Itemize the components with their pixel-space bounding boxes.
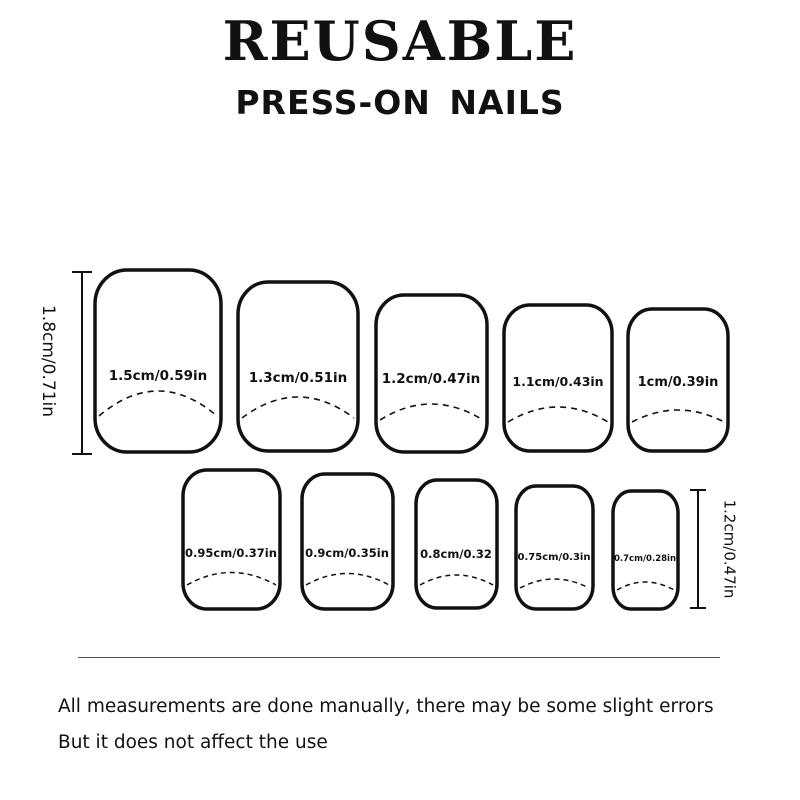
nail-size-label-1: 1.5cm/0.59in <box>109 368 207 384</box>
nail-shape-2: 1.3cm/0.51in <box>236 280 360 453</box>
page-title: REUSABLE <box>222 9 578 73</box>
nail-size-label-2: 1.3cm/0.51in <box>249 370 347 386</box>
nail-shape-7: 0.9cm/0.35in <box>300 472 395 611</box>
nail-shape-3: 1.2cm/0.47in <box>374 293 489 454</box>
nail-shape-1: 1.5cm/0.59in <box>93 268 223 454</box>
nail-size-label-10: 0.7cm/0.28in <box>614 554 676 564</box>
nail-size-label-3: 1.2cm/0.47in <box>382 371 480 387</box>
nail-size-label-6: 0.95cm/0.37in <box>185 546 277 560</box>
measurement-note: All measurements are done manually, ther… <box>58 696 714 717</box>
row2-height-label: 1.2cm/0.47in <box>721 500 739 599</box>
nail-size-label-7: 0.9cm/0.35in <box>305 546 389 560</box>
nail-size-label-4: 1.1cm/0.43in <box>512 374 603 389</box>
page-subtitle: PRESS-ON NAILS <box>235 83 565 122</box>
row1-height-label: 1.8cm/0.71in <box>38 305 58 417</box>
nail-shape-6: 0.95cm/0.37in <box>181 468 282 611</box>
nail-row-2: 0.95cm/0.37in 0.9cm/0.35in 0.8cm/0.32 0.… <box>181 468 680 611</box>
row2-height-marker: 1.2cm/0.47in <box>690 489 739 609</box>
nail-shape-4: 1.1cm/0.43in <box>502 303 614 453</box>
nail-shape-5: 1cm/0.39in <box>626 307 730 453</box>
nail-size-label-5: 1cm/0.39in <box>638 375 719 390</box>
nail-row-1: 1.5cm/0.59in 1.3cm/0.51in 1.2cm/0.47in 1… <box>93 268 730 454</box>
nail-shape-9: 0.75cm/0.3in <box>514 484 595 611</box>
nail-shape-8: 0.8cm/0.32 <box>414 478 499 610</box>
divider-line <box>78 657 720 658</box>
row1-height-marker: 1.8cm/0.71in <box>38 271 92 455</box>
nail-shape-10: 0.7cm/0.28in <box>611 489 680 611</box>
nail-size-label-9: 0.75cm/0.3in <box>518 552 591 563</box>
usage-note: But it does not affect the use <box>58 732 328 753</box>
nail-size-label-8: 0.8cm/0.32 <box>420 547 492 561</box>
